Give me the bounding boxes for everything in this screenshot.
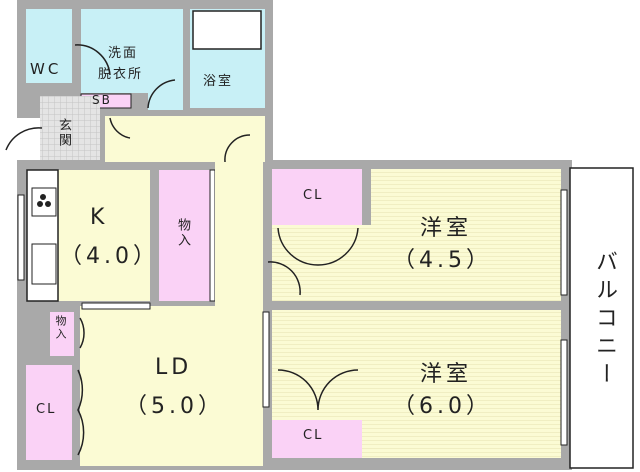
kitchen-size: （4.0） — [60, 244, 159, 269]
entrance — [40, 96, 100, 160]
closet-left — [26, 365, 72, 460]
closet-bottom-label: CL — [303, 428, 324, 443]
living-dining — [80, 306, 263, 466]
closet-top-label: CL — [303, 188, 324, 203]
sink-icon — [31, 243, 57, 285]
washroom — [81, 9, 183, 93]
western-room-1-size: （4.5） — [393, 248, 492, 273]
western-room-2-name: 洋室 — [420, 362, 473, 387]
closet-top — [272, 169, 362, 225]
entrance-label: 玄関 — [56, 118, 71, 148]
closet-left-label: CL — [36, 402, 57, 417]
wc-label: WC — [30, 60, 62, 78]
western-room-2-size: （6.0） — [393, 394, 492, 419]
western-room-1 — [371, 169, 561, 301]
balcony-label: バルコニー — [592, 250, 617, 390]
storage-small — [50, 312, 74, 356]
closet-bottom — [272, 420, 362, 458]
washroom-label-1: 洗面 — [108, 46, 139, 61]
stove-icon — [31, 187, 57, 217]
storage-small-label: 物入 — [54, 315, 67, 341]
washroom-label-2: 脱衣所 — [98, 67, 144, 82]
storage-main — [159, 170, 214, 301]
door-swings — [5, 44, 359, 456]
sb-label: SB — [92, 93, 112, 107]
ld-name: LD — [155, 355, 193, 380]
wc-room — [26, 9, 72, 83]
ld-size: （5.0） — [125, 394, 224, 419]
bathtub — [192, 10, 262, 50]
storage-main-label: 物入 — [175, 218, 190, 248]
western-room-1-name: 洋室 — [420, 216, 473, 241]
bath-label: 浴室 — [203, 74, 234, 89]
kitchen-name: K — [90, 205, 109, 230]
western-room-2 — [272, 310, 561, 420]
hallway — [105, 116, 265, 162]
